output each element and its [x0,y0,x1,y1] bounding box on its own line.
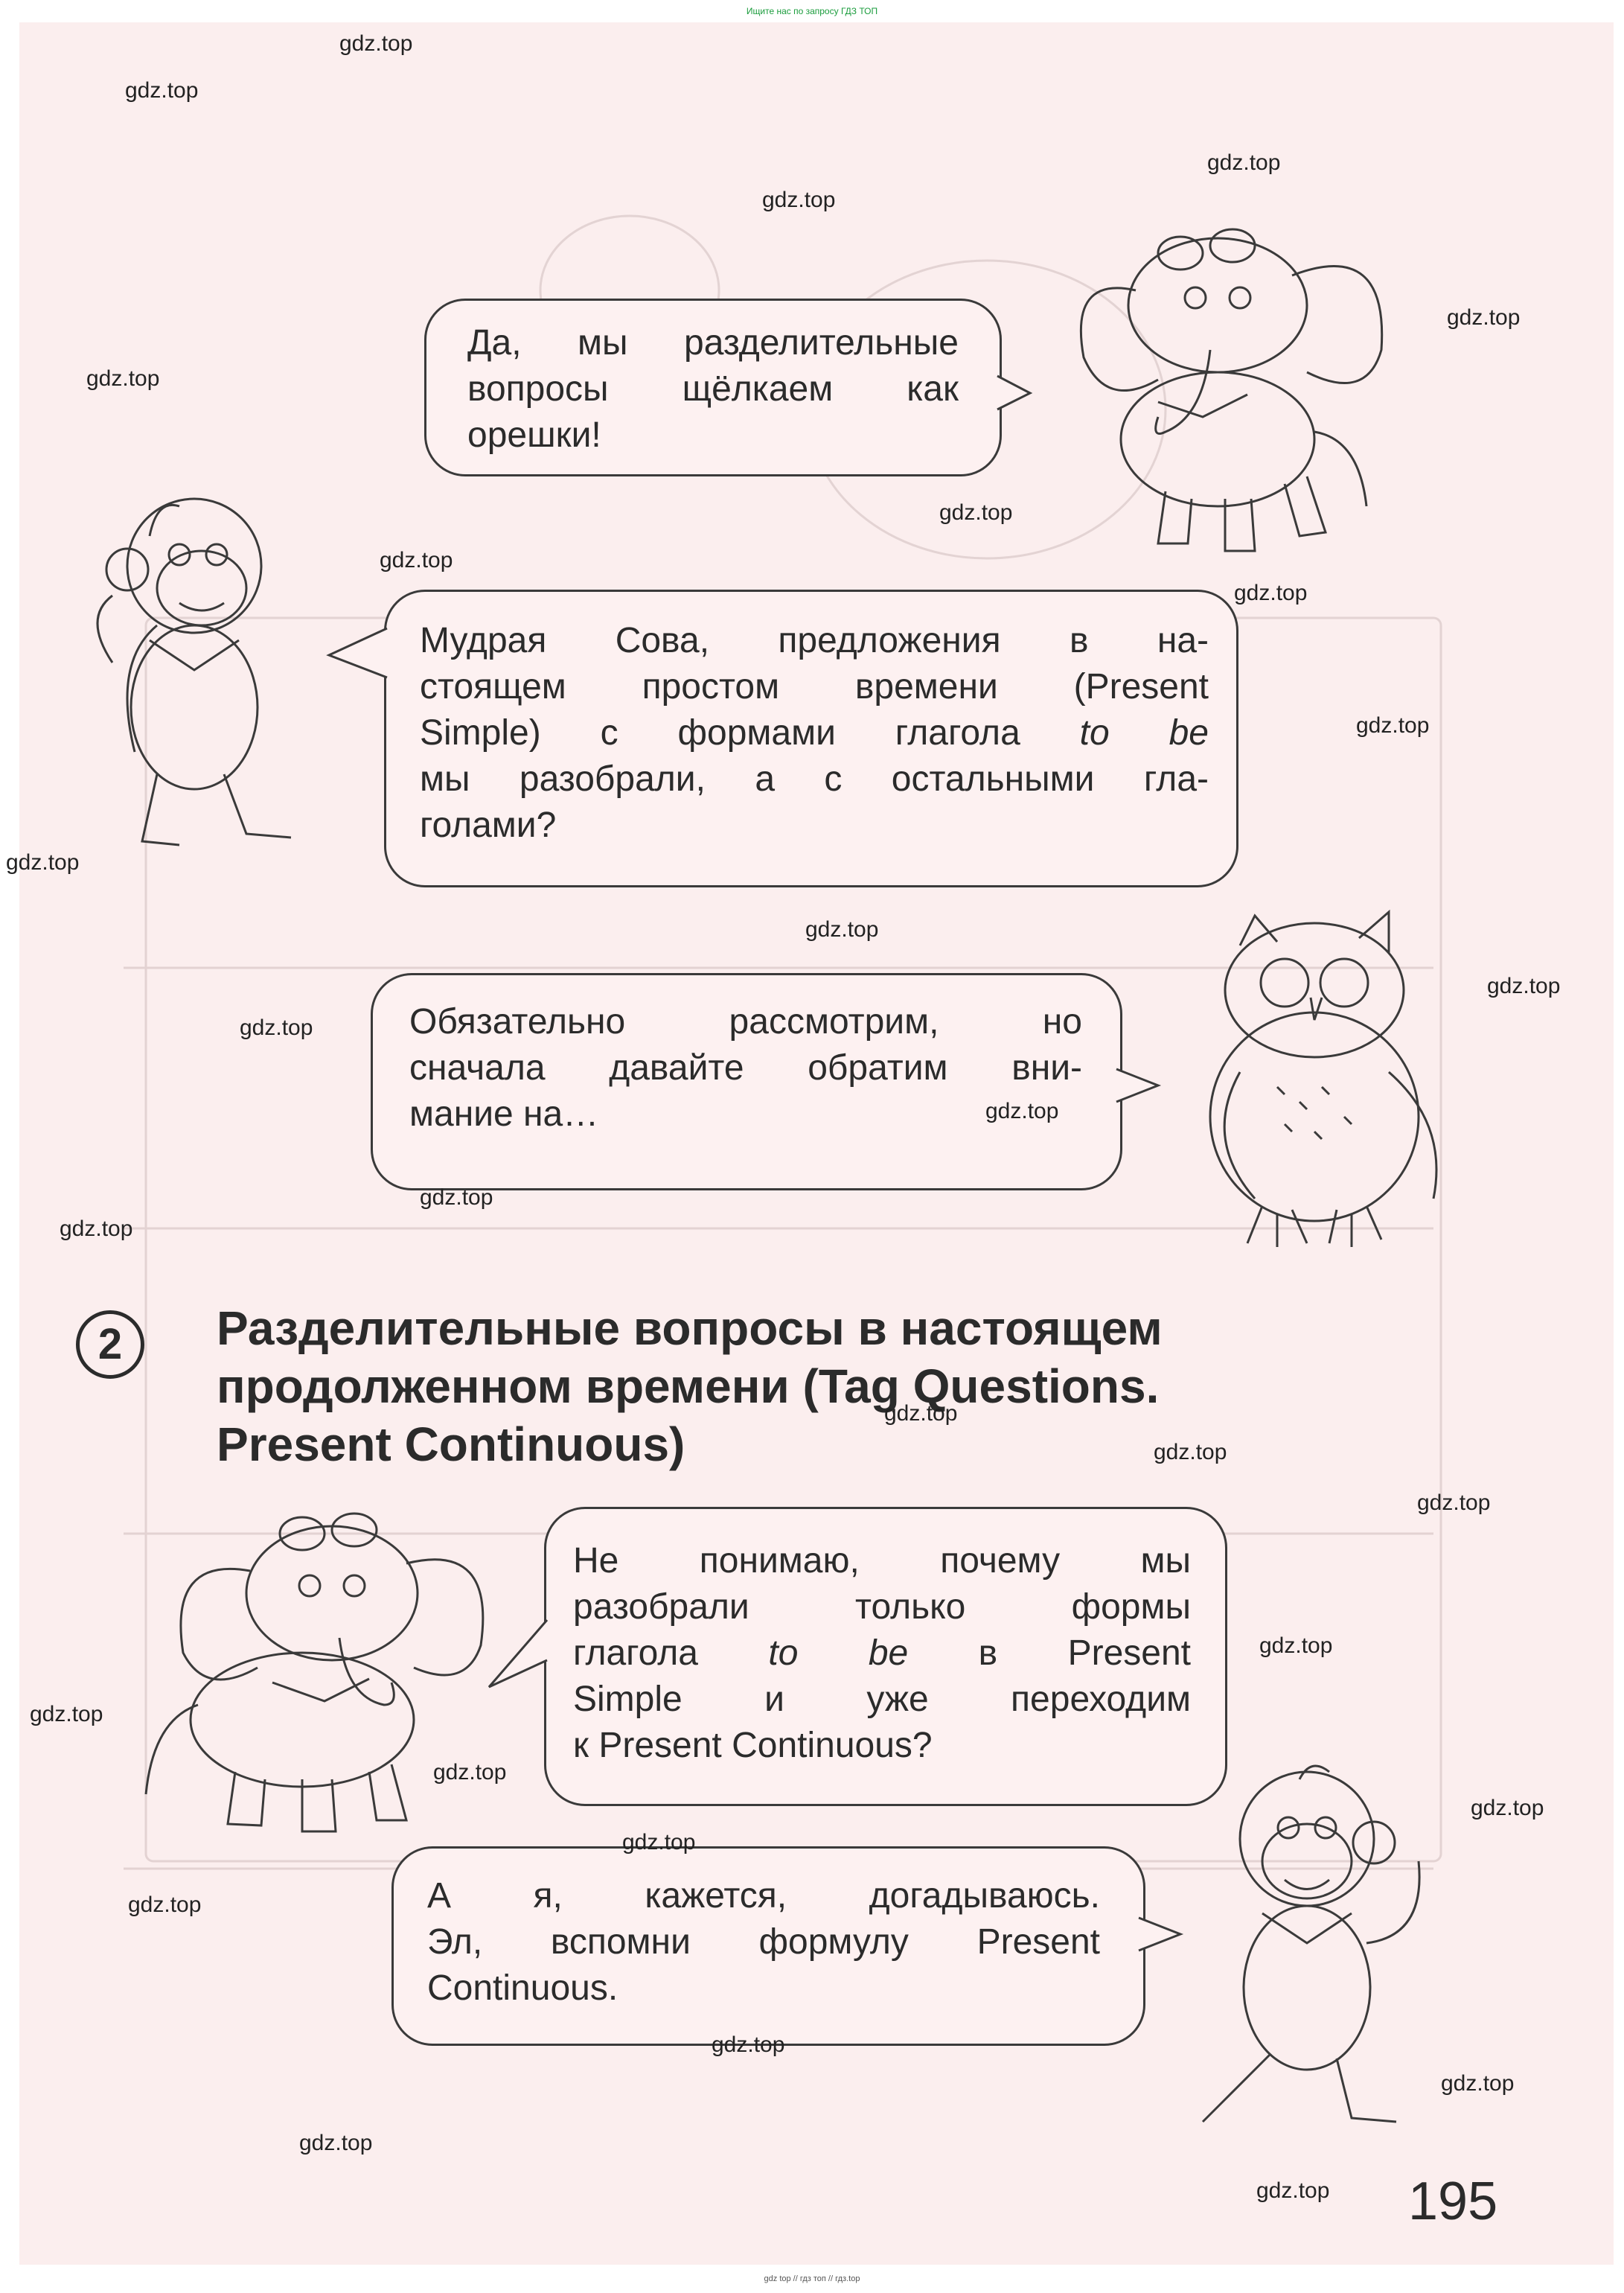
watermark: gdz.top [1356,713,1430,738]
bubble-2-line-3: Simple) с формами глагола to be [420,713,1209,753]
top-banner: Ищите нас по запросу ГДЗ ТОП [746,6,878,16]
bubble-tail-5 [1138,1916,1184,1952]
speech-bubble-2 [384,590,1238,887]
watermark: gdz.top [1234,581,1308,605]
watermark: gdz.top [985,1099,1059,1123]
watermark: gdz.top [299,2131,373,2155]
bubble-2-line-5: голами? [420,806,557,845]
watermark: gdz.top [240,1015,313,1040]
bubble-tail-3 [1116,1068,1162,1103]
heading-line-1: Разделительные вопросы в настоящем [217,1301,1163,1355]
watermark: gdz.top [6,850,80,875]
bubble-4-line-5: к Present Continuous? [573,1726,933,1765]
monkey-icon [96,497,292,846]
watermark: gdz.top [1207,150,1281,175]
bubble-3-line-1: Обязательно рассмотрим, но [409,1002,1082,1042]
watermark: gdz.top [30,1702,103,1726]
bubble-2-line-4: мы разобрали, а с остальными гла- [420,759,1209,799]
watermark: gdz.top [939,500,1013,525]
section-number: 2 [76,1310,144,1379]
bubble-3-line-2: сначала давайте обратим вни- [409,1048,1082,1088]
monkey-icon [1201,1764,1421,2123]
watermark: gdz.top [339,31,413,56]
elephant-icon [144,1512,485,1833]
bubble-tail-2 [326,627,388,679]
bubble-4-line-1: Не понимаю, почему мы [573,1541,1191,1581]
watermark: gdz.top [125,78,199,103]
bubble-4-line-2: разобрали только формы [573,1587,1191,1627]
bottom-banner: gdz top // гдз топ // гдз.top [764,2274,860,2283]
speech-bubble-1 [424,299,1002,476]
bubble-1-line-2: вопросы щёлкаем как [467,369,959,409]
heading-line-2: продолженном времени (Tag Questions. [217,1359,1160,1413]
bubble-2-text: Мудрая Сова, предложения в на- стоящем п… [420,618,1209,849]
bubble-5-line-3: Continuous. [427,1968,618,2008]
watermark: gdz.top [1447,305,1521,330]
bubble-2-line-2: стоящем простом времени (Present [420,667,1209,707]
watermark: gdz.top [1154,1440,1227,1464]
bubble-1-line-1: Да, мы разделительные [467,323,959,363]
watermark: gdz.top [86,366,160,391]
speech-bubble-4 [544,1507,1227,1806]
elephant-icon [1079,228,1384,552]
heading-line-3: Present Continuous) [217,1417,685,1471]
watermark: gdz.top [1441,2071,1515,2096]
bubble-1-text: Да, мы разделительные вопросы щёлкаем ка… [467,320,959,459]
term-to-be: to be [1079,713,1209,753]
watermark: gdz.top [420,1185,493,1210]
speech-bubble-3 [371,973,1122,1190]
bubble-1-line-3: орешки! [467,415,601,455]
speech-bubble-5 [391,1846,1145,2046]
bubble-5-line-2: Эл, вспомни формулу Present [427,1922,1100,1962]
bubble-tail-4 [487,1619,549,1688]
watermark: gdz.top [1471,1796,1544,1820]
section-heading: Разделительные вопросы в настоящем продо… [217,1299,1273,1473]
page-number: 195 [1408,2172,1498,2231]
watermark: gdz.top [762,188,836,212]
bubble-2-line-1: Мудрая Сова, предложения в на- [420,621,1209,660]
bubble-3-text: Обязательно рассмотрим, но сначала давай… [409,999,1082,1138]
bubble-4-line-4: Simple и уже переходим [573,1680,1191,1719]
watermark: gdz.top [380,548,453,573]
bubble-4-text: Не понимаю, почему мы разобрали только ф… [573,1538,1191,1769]
bubble-5-line-1: А я, кажется, догадываюсь. [427,1876,1100,1916]
watermark: gdz.top [128,1892,202,1917]
term-to-be: to be [768,1633,909,1673]
watermark: gdz.top [60,1216,133,1241]
owl-icon [1209,909,1438,1247]
bubble-tail-1 [997,374,1033,411]
watermark: gdz.top [805,917,879,942]
textbook-page: Да, мы разделительные вопросы щёлкаем ка… [6,22,1614,2265]
bubble-3-line-3: мание на… [409,1094,599,1134]
watermark: gdz.top [712,2032,785,2057]
watermark: gdz.top [433,1760,507,1785]
watermark: gdz.top [1417,1490,1491,1515]
watermark: gdz.top [1256,2178,1330,2203]
watermark: gdz.top [622,1830,696,1855]
watermark: gdz.top [884,1401,958,1426]
watermark: gdz.top [1487,974,1561,998]
watermark: gdz.top [1259,1633,1333,1658]
bubble-5-text: А я, кажется, догадываюсь. Эл, вспомни ф… [427,1873,1100,2012]
bubble-4-line-3: глагола to be в Present [573,1633,1191,1673]
